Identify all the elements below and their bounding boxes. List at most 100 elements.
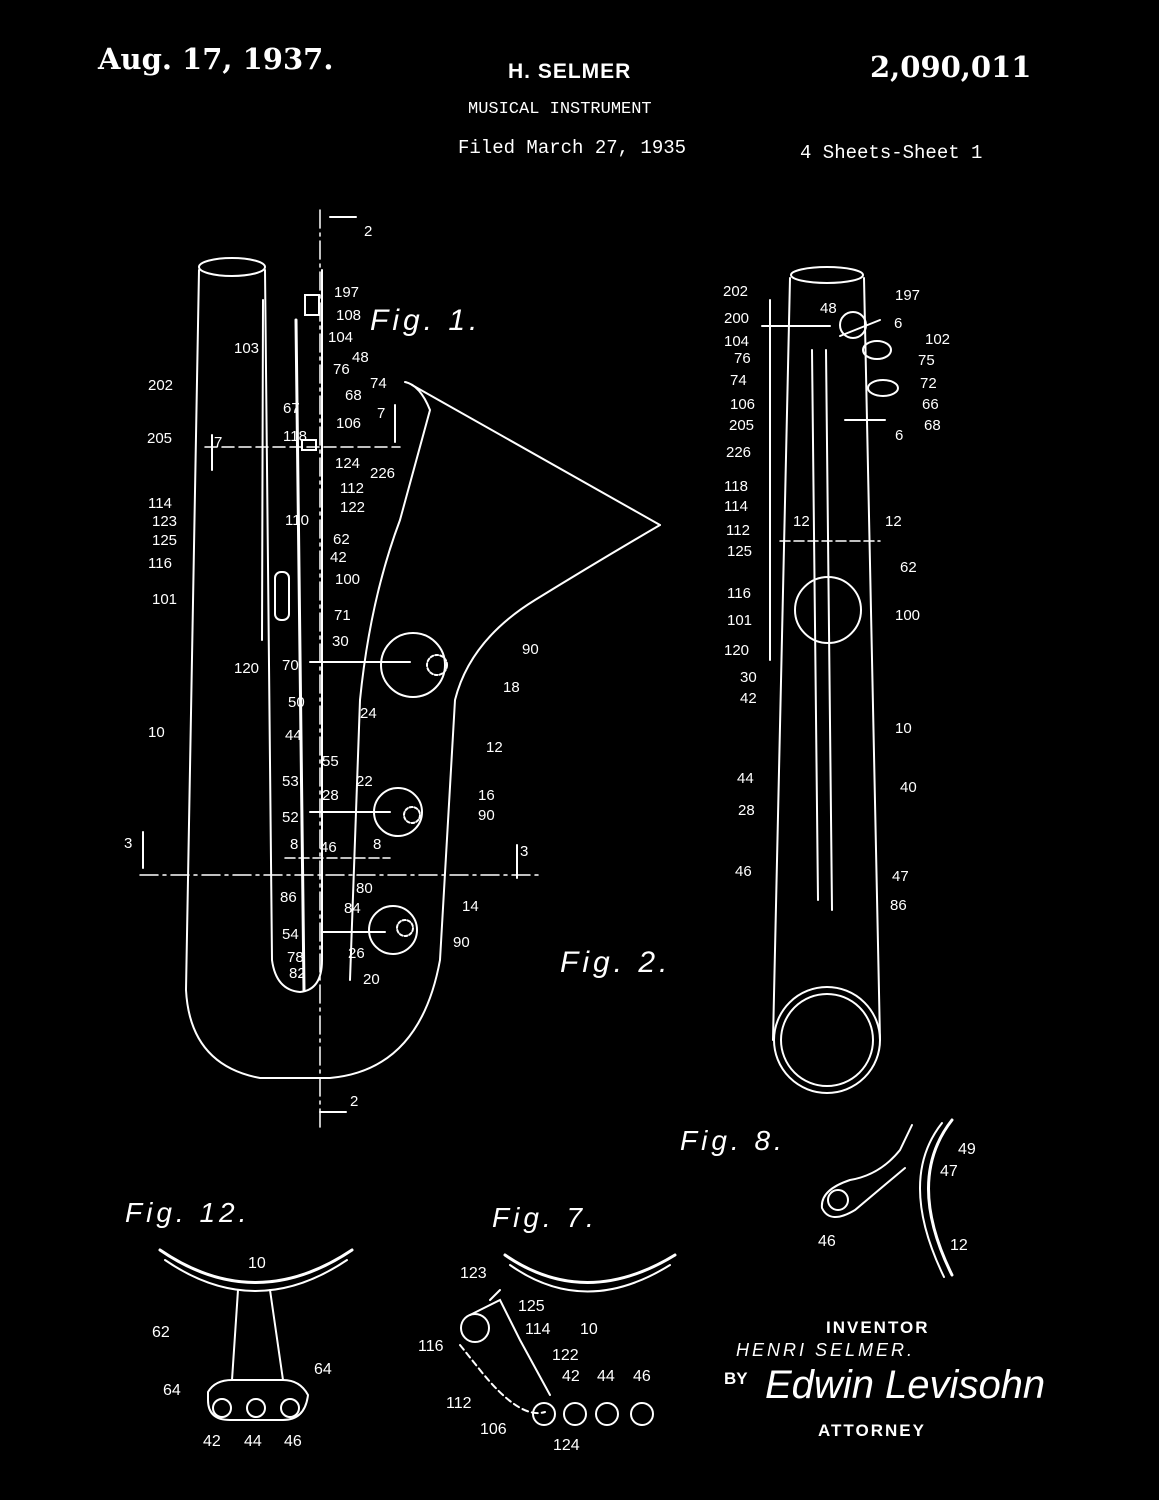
fig7-label: 123 [460, 1265, 487, 1282]
figure-12-caption: Fig. 12. [125, 1197, 250, 1228]
fig1-label: 124 [335, 455, 360, 472]
fig1-label: 20 [363, 971, 380, 988]
fig1-label: 52 [282, 809, 299, 826]
figure-8-detail [820, 1118, 954, 1278]
fig1-label: 68 [345, 387, 362, 404]
rod-46 [630, 1402, 654, 1426]
fig1-label: 7 [377, 405, 385, 422]
rod-44 [595, 1402, 619, 1426]
fig2-label: 101 [727, 612, 752, 629]
fig2-label: 75 [918, 352, 935, 369]
fig2-label: 6 [894, 315, 902, 332]
key-197 [304, 294, 320, 316]
inventor-label: INVENTOR [826, 1318, 930, 1337]
figure-12-reference-labels: 10 62 64 64 42 44 46 [152, 1255, 332, 1450]
fig2-label: 226 [726, 444, 751, 461]
fig2-label: 6 [895, 427, 903, 444]
fig1-label: 48 [352, 349, 369, 366]
filing-date: Filed March 27, 1935 [458, 137, 687, 159]
fig2-label: 202 [723, 283, 748, 300]
fig1-label: 84 [344, 900, 361, 917]
tube-bottom-inner [780, 993, 874, 1087]
fig1-label: 16 [478, 787, 495, 804]
fig1-label: 197 [334, 284, 359, 301]
fig2-label: 12 [793, 513, 810, 530]
fig1-label: 108 [336, 307, 361, 324]
fig2-label: 40 [900, 779, 917, 796]
fig1-label: 90 [453, 934, 470, 951]
fig2-label: 62 [900, 559, 917, 576]
fig2-label: 44 [737, 770, 754, 787]
inventor-name-header: H. SELMER [508, 60, 632, 83]
fig7-label: 116 [418, 1338, 444, 1355]
fig1-label: 125 [152, 532, 177, 549]
fig2-label: 120 [724, 642, 749, 659]
screw-123 [489, 1289, 501, 1301]
side-key-rod [261, 299, 264, 641]
fig1-label: 202 [148, 377, 173, 394]
guard-cap-64 [207, 1379, 310, 1421]
fig1-label: 122 [340, 499, 365, 516]
figure-7-reference-labels: 123 125 116 114 10 122 42 44 46 112 106 … [418, 1265, 651, 1454]
fig1-label: 50 [288, 694, 305, 711]
fig1-label: 42 [330, 549, 347, 566]
fig1-label: 12 [486, 739, 503, 756]
fig1-label: 118 [283, 428, 307, 445]
fig1-label: 55 [322, 753, 339, 770]
fig1-label: 80 [356, 880, 373, 897]
key-rail-outline [264, 269, 323, 994]
pivot-46 [827, 1189, 849, 1211]
patent-subject: MUSICAL INSTRUMENT [468, 100, 652, 119]
key-102 [862, 340, 892, 360]
fig2-label: 116 [727, 585, 751, 602]
fig2-label: 197 [895, 287, 920, 304]
fig1-label: 44 [285, 727, 302, 744]
tube-top-opening [198, 257, 266, 277]
fig2-label: 125 [727, 543, 752, 560]
figure-8-reference-labels: 49 47 46 12 [818, 1141, 976, 1254]
fig7-label: 125 [518, 1298, 545, 1315]
figure-7-caption: Fig. 7. [492, 1202, 598, 1233]
fig1-label: 30 [332, 633, 349, 650]
key-100-side [794, 576, 862, 644]
body-outline [184, 269, 661, 1079]
lever-112-dashed [459, 1344, 546, 1415]
fig2-label: 100 [895, 607, 920, 624]
fig12-label: 44 [244, 1433, 262, 1450]
inventor-name: HENRI SELMER. [736, 1340, 915, 1360]
fig7-label: 46 [633, 1368, 651, 1385]
patent-number: 2,090,011 [870, 50, 1032, 84]
pad-90-middle [403, 806, 421, 824]
fig1-label: 110 [285, 512, 309, 529]
fig7-label: 42 [562, 1368, 580, 1385]
fig1-label: 101 [152, 591, 177, 608]
fig12-label: 42 [203, 1433, 221, 1450]
fig7-label: 10 [580, 1321, 598, 1338]
figure-1-caption: Fig. 1. [370, 304, 481, 337]
tube-wall-10 [158, 1248, 354, 1284]
fig2-label: 47 [892, 868, 909, 885]
rod-42 [212, 1398, 232, 1418]
fig1-label: 46 [320, 839, 337, 856]
fig1-label: 8 [373, 836, 381, 853]
fig8-label: 49 [958, 1141, 976, 1158]
key-rod-44 [811, 349, 819, 901]
fig2-label: 72 [920, 375, 937, 392]
fig1-label: 90 [522, 641, 539, 658]
fig1-label: 76 [333, 361, 350, 378]
key-rod-46 [825, 349, 833, 911]
key-66 [867, 379, 899, 397]
fig1-label: 28 [322, 787, 339, 804]
fig2-label: 42 [740, 690, 757, 707]
fig2-label: 102 [925, 331, 950, 348]
fig8-label: 46 [818, 1233, 836, 1250]
fig7-label: 112 [446, 1395, 472, 1412]
fig2-label: 205 [729, 417, 754, 434]
fig12-label: 46 [284, 1433, 302, 1450]
tube-wall-12 [927, 1118, 954, 1277]
fig2-label: 118 [724, 478, 748, 495]
key-cup-24 [380, 632, 446, 698]
fig2-label: 10 [895, 720, 912, 737]
